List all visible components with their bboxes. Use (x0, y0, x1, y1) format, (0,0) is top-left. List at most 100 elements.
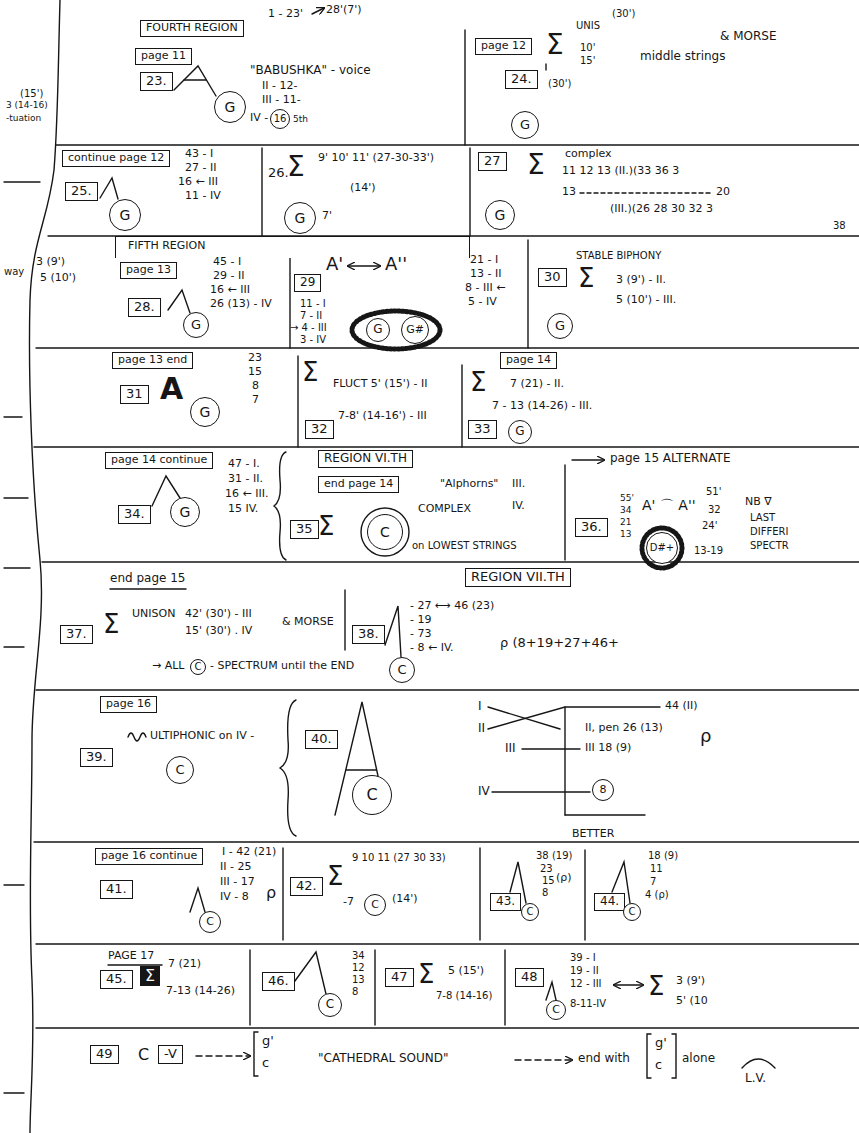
handwritten-note: LAST (750, 512, 775, 523)
handwritten-note: 16 ← III (178, 176, 218, 188)
handwritten-note: 38 (833, 220, 846, 231)
cue-box: page 14 (500, 352, 557, 369)
handwritten-note: A'' (385, 254, 407, 274)
handwritten-note: on LOWEST STRINGS (412, 540, 517, 551)
handwritten-note: (III.)(26 28 30 32 3 (610, 203, 713, 215)
handwritten-note: II - 25 (220, 861, 251, 873)
handwritten-note: alone (682, 1052, 715, 1065)
handwritten-note: 3 (9') (676, 975, 705, 987)
handwritten-note: 7 (252, 394, 259, 406)
handwritten-note: 26. (268, 166, 289, 180)
cue-box: 49 (90, 1045, 119, 1064)
handwritten-note: UNIS (576, 20, 600, 31)
node-text: G (295, 210, 306, 226)
handwritten-note: 5 (15') (448, 965, 484, 977)
handwritten-note: 43 - I (185, 148, 213, 160)
pitch-circle: C (521, 903, 539, 921)
handwritten-note: 45 - I (213, 256, 241, 268)
sigma-box: Σ (140, 966, 160, 986)
node-text: 32 (311, 422, 328, 437)
a-shapes (100, 66, 630, 1000)
node-text: D#+ (650, 542, 674, 554)
handwritten-note: 55' (620, 494, 634, 504)
handwritten-note: c (655, 1058, 662, 1072)
handwritten-note: Σ (470, 368, 486, 397)
pitch-circle: C (352, 775, 392, 815)
node-text: G (520, 118, 530, 133)
handwritten-note: IV - (250, 112, 268, 124)
handwritten-note: 13 (620, 530, 631, 540)
handwritten-note: 1 - 23' (268, 8, 303, 20)
cue-box: page 14 continue (105, 452, 213, 469)
handwritten-note: 5 (10') - III. (616, 294, 676, 306)
handwritten-note: → ALL (152, 660, 185, 672)
handwritten-note: 7 - 13 (14-26) - III. (492, 400, 592, 412)
handwritten-note: 7 (21) - II. (510, 378, 564, 390)
pitch-circle: G (214, 91, 246, 123)
handwritten-note: III 18 (9) (585, 742, 631, 754)
handwritten-note: ρ (266, 884, 276, 902)
handwritten-note: complex (565, 148, 612, 160)
handwritten-note: 8-11-IV (570, 998, 606, 1009)
handwritten-note: SPECTR (750, 540, 789, 551)
handwritten-note: 32 (708, 504, 721, 515)
handwritten-note: 31 - II. (228, 473, 263, 485)
handwritten-note: BETTER (572, 828, 614, 840)
pitch-circle: G (109, 199, 141, 231)
cue-box: 23. (140, 72, 173, 91)
handwritten-note: A' (326, 254, 343, 274)
pitch-circle: 8 (592, 779, 614, 801)
cue-box: 39. (80, 748, 113, 767)
cue-box: page 13 (120, 262, 177, 279)
node-text: 39. (86, 750, 107, 765)
handwritten-note: IV - 8 (220, 891, 249, 903)
node-text: C (527, 906, 534, 918)
cue-box: 43. (490, 893, 521, 911)
handwritten-note: III - 17 (220, 876, 255, 888)
cue-box: 28. (128, 298, 161, 317)
handwritten-note: 3 (14-16) (6, 101, 48, 111)
handwritten-note: 24' (702, 520, 717, 531)
cue-box: 47 (385, 968, 414, 987)
handwritten-note: III. (512, 478, 525, 490)
handwritten-note: 28'(7') (326, 4, 362, 16)
node-text: G (495, 207, 506, 223)
handwritten-note: (30') (612, 8, 635, 19)
node-text: continue page 12 (68, 152, 164, 165)
pitch-circle: D#+ (646, 532, 678, 564)
handwritten-note: 7 (21) (168, 958, 201, 970)
node-text: 37. (66, 627, 87, 642)
pitch-circle: G (485, 200, 515, 230)
handwritten-note: 12 (352, 962, 365, 973)
cue-box: 37. (60, 625, 93, 644)
node-text: Σ (145, 967, 155, 985)
handwritten-note: -7 (343, 896, 354, 908)
handwritten-note: UNISON (132, 608, 175, 620)
node-text: G (555, 319, 565, 334)
node-text: page 13 end (118, 354, 187, 367)
node-text: page 13 (126, 264, 171, 277)
node-text: 33 (474, 422, 491, 437)
node-text: page 14 continue (111, 454, 207, 467)
handwritten-note: (14') (392, 893, 418, 905)
pitch-circle: C (166, 756, 194, 784)
handwritten-note: way (4, 266, 24, 277)
handwritten-note: 16 ← III. (225, 488, 268, 500)
handwritten-note: 15 (248, 366, 262, 378)
node-text: 36. (581, 520, 602, 535)
handwritten-note: III (505, 742, 516, 755)
handwritten-note: (30') (548, 78, 571, 89)
node-text: G (373, 323, 382, 337)
handwritten-note: 29 - II (213, 270, 244, 282)
cue-box: -V (158, 1045, 183, 1064)
handwritten-note: middle strings (640, 50, 726, 63)
handwritten-note: - 73 (410, 628, 431, 640)
node-text: C (629, 906, 636, 918)
handwritten-note: 4 (ρ) (645, 889, 669, 900)
handwritten-note: 8 (252, 380, 259, 392)
node-text: C (195, 661, 202, 673)
handwritten-note: L.V. (745, 1072, 766, 1085)
handwritten-note: 13 - II (470, 268, 501, 280)
handwritten-note: 26 (13) - IV (210, 298, 272, 310)
